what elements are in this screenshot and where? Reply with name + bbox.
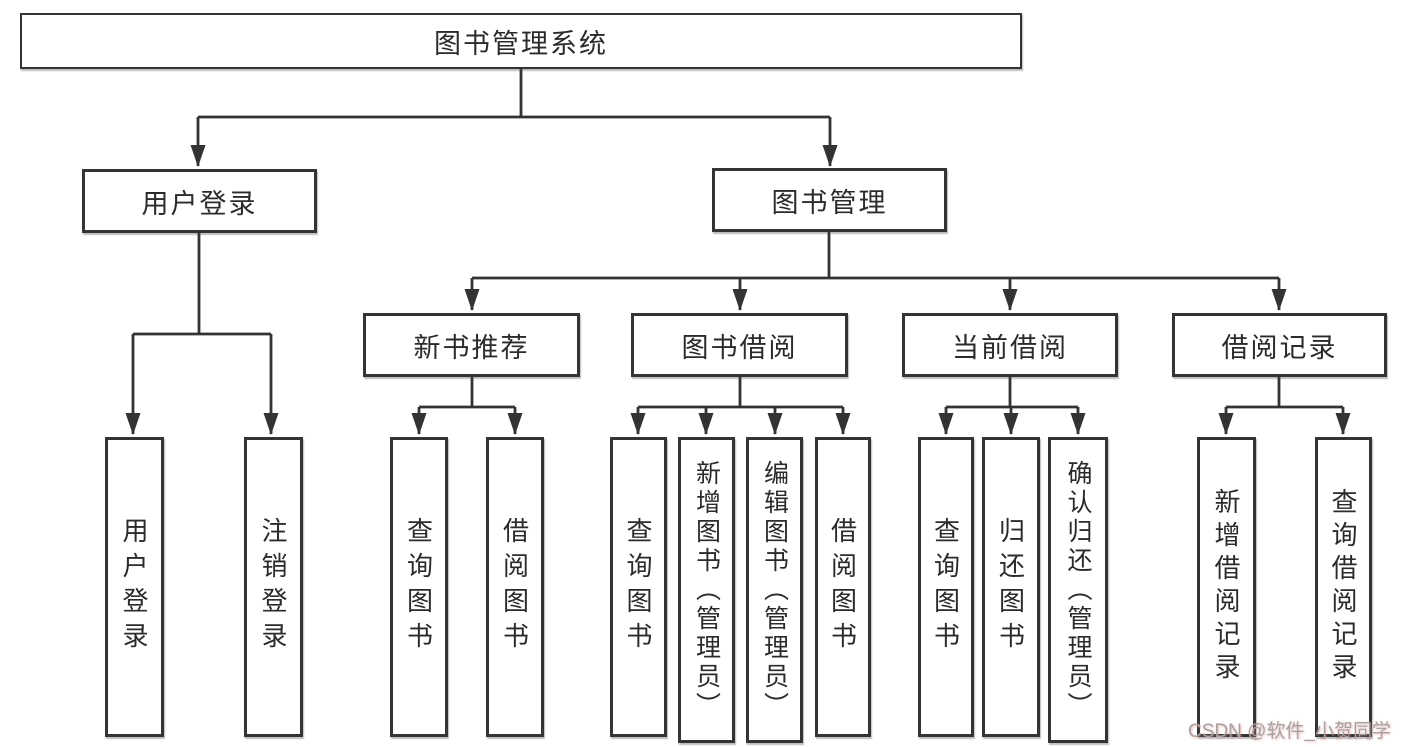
leaf-bb-borrow-books-label: 借阅图书 xyxy=(827,517,858,657)
leaf-user-login: 用户登录 xyxy=(105,437,164,737)
leaf-logout-label: 注销登录 xyxy=(258,517,288,657)
leaf-cb-query-books: 查询图书 xyxy=(918,437,974,737)
leaf-br-query-record-label: 查询借阅记录 xyxy=(1328,488,1358,686)
node-borrow-records: 借阅记录 xyxy=(1172,313,1387,377)
node-borrow-records-label: 借阅记录 xyxy=(1221,332,1338,363)
leaf-bb-query-books: 查询图书 xyxy=(610,437,667,737)
leaf-nbr-borrow-books: 借阅图书 xyxy=(486,437,544,737)
node-root-system: 图书管理系统 xyxy=(20,13,1022,69)
leaf-nbr-query-books-label: 查询图书 xyxy=(403,517,434,657)
node-book-borrow-label: 图书借阅 xyxy=(681,332,798,363)
node-current-borrow: 当前借阅 xyxy=(902,313,1118,377)
node-user-login: 用户登录 xyxy=(82,169,317,233)
node-current-borrow-label: 当前借阅 xyxy=(952,332,1068,363)
leaf-cb-query-books-label: 查询图书 xyxy=(930,517,961,657)
leaf-cb-return-books: 归还图书 xyxy=(982,437,1040,737)
leaf-logout: 注销登录 xyxy=(244,437,303,737)
node-root-system-label: 图书管理系统 xyxy=(434,28,608,59)
leaf-br-query-record: 查询借阅记录 xyxy=(1315,437,1372,737)
node-user-login-label: 用户登录 xyxy=(141,188,258,219)
leaf-bb-add-books-admin-label: 新增图书（管理员） xyxy=(692,459,721,721)
node-new-book-recommend-label: 新书推荐 xyxy=(413,332,530,363)
leaf-bb-edit-books-admin-label: 编辑图书（管理员） xyxy=(760,459,789,721)
node-book-borrow: 图书借阅 xyxy=(631,313,848,377)
csdn-watermark: CSDN @软件_小贺同学 xyxy=(1188,721,1391,742)
leaf-cb-return-books-label: 归还图书 xyxy=(995,517,1026,657)
node-book-management-label: 图书管理 xyxy=(771,187,888,218)
leaf-br-add-record: 新增借阅记录 xyxy=(1197,437,1256,737)
leaf-nbr-borrow-books-label: 借阅图书 xyxy=(499,517,530,657)
leaf-bb-query-books-label: 查询图书 xyxy=(623,517,653,657)
node-new-book-recommend: 新书推荐 xyxy=(363,313,580,377)
leaf-bb-edit-books-admin: 编辑图书（管理员） xyxy=(746,437,803,743)
leaf-br-add-record-label: 新增借阅记录 xyxy=(1211,488,1241,686)
leaf-nbr-query-books: 查询图书 xyxy=(390,437,448,737)
leaf-user-login-label: 用户登录 xyxy=(119,517,149,657)
leaf-bb-borrow-books: 借阅图书 xyxy=(815,437,871,737)
leaf-cb-confirm-return-admin-label: 确认归还（管理员） xyxy=(1064,459,1092,721)
leaf-bb-add-books-admin: 新增图书（管理员） xyxy=(678,437,735,743)
leaf-cb-confirm-return-admin: 确认归还（管理员） xyxy=(1048,437,1108,743)
node-book-management: 图书管理 xyxy=(712,168,947,232)
